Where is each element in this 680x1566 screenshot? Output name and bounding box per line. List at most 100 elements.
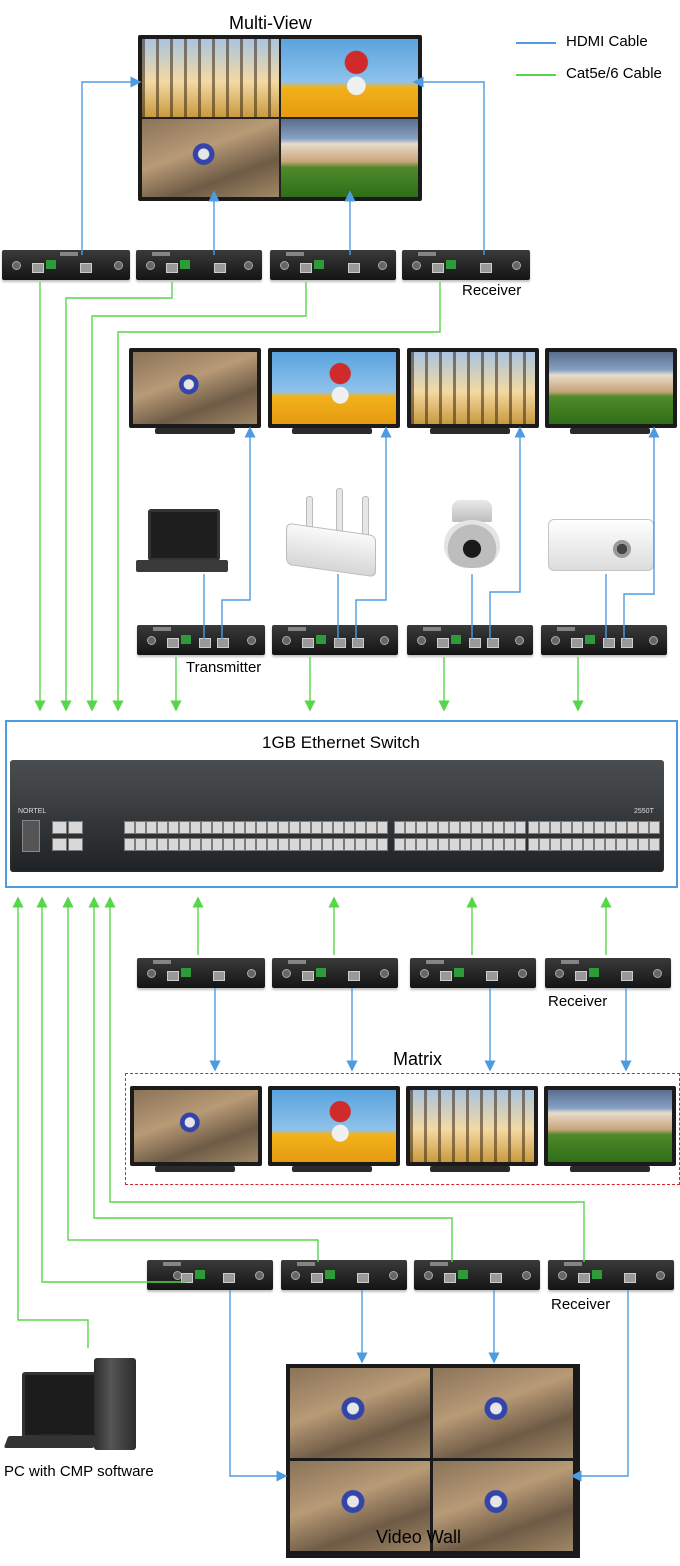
rj45-port [438,838,449,851]
rj45-port [157,838,168,851]
rj45-port [605,821,616,834]
rj45-port [493,821,504,834]
receiver-unit [281,1260,407,1290]
rj45-port [627,838,638,851]
hdmi-cable [229,1290,288,1482]
hdmi-cable [489,426,526,640]
rj45-port [124,821,135,834]
receiver-unit [548,1260,674,1290]
rj45-port [322,838,333,851]
rj45-port [146,821,157,834]
rj45-port [344,821,355,834]
rj45-port [583,821,594,834]
source-tv-umbrella [268,348,400,428]
console-port [22,820,40,852]
tv-stand [430,1166,510,1172]
rj45-port [550,821,561,834]
rj45-port [482,821,493,834]
video-wall-tile [433,1461,573,1551]
switch-model: 2550T [634,808,654,815]
receiver-unit [147,1260,273,1290]
receiver-unit [137,958,265,988]
transmitter-unit [272,625,398,655]
receiver-unit [136,250,262,280]
rj45-port [561,821,572,834]
rj45-port [333,838,344,851]
rj45-port [289,821,300,834]
rj45-port [52,821,67,834]
pc-label: PC with CMP software [4,1463,154,1480]
rj45-port [493,838,504,851]
hdmi-cable [355,426,392,640]
rj45-port [528,838,539,851]
rj45-port [190,821,201,834]
rj45-port [223,838,234,851]
rj45-port [471,821,482,834]
rj45-port [68,838,83,851]
rj45-port [638,838,649,851]
rj45-port [638,821,649,834]
tv-stand [570,1166,650,1172]
receiver-unit [402,250,530,280]
rj45-port [416,838,427,851]
rj45-port [135,821,146,834]
rj45-port [256,838,267,851]
matrix-tv-birdhouses [544,1086,676,1166]
rj45-port [168,821,179,834]
transmitter-label: Transmitter [186,659,262,676]
video-wall-tile [433,1368,573,1458]
rj45-port [223,821,234,834]
rj45-port [515,838,526,851]
switch-brand: NORTEL [18,808,47,815]
rj45-port [355,821,366,834]
hdmi-cable [623,426,660,640]
rj45-port [460,838,471,851]
rj45-port [482,838,493,851]
tv-stand [292,1166,372,1172]
hdmi-cable [221,426,256,640]
multiview-display [138,35,422,201]
source-tv-birdhouses [545,348,677,428]
rj45-port [616,838,627,851]
rj45-port [405,838,416,851]
matrix-tv-forest [406,1086,538,1166]
rj45-port [515,821,526,834]
multiview-title: Multi-View [229,13,312,33]
rj45-port [212,821,223,834]
switch-front-panel: NORTEL 2550T [12,805,662,871]
transmitter-unit [541,625,667,655]
rj45-port [52,838,67,851]
rj45-port [528,821,539,834]
multiview-quad-birdhouses [281,119,418,197]
ptz-camera-mount [452,500,492,522]
tv-stand [155,1166,235,1172]
cat-cable [12,896,89,1348]
switch-title: 1GB Ethernet Switch [262,733,420,752]
source-tv-motocross [129,348,261,428]
cat-legend-swatch [516,74,556,76]
tv-stand [155,428,235,434]
rj45-port [234,838,245,851]
rj45-port [68,821,83,834]
rj45-port [594,838,605,851]
cat-cable [88,896,453,1262]
matrix-title: Matrix [393,1049,442,1069]
rj45-port [405,821,416,834]
rj45-port [300,838,311,851]
rj45-port [267,821,278,834]
rj45-port [245,838,256,851]
rj45-port [594,821,605,834]
rj45-port [289,838,300,851]
ptz-camera-icon [444,520,500,568]
rj45-port [201,821,212,834]
rj45-port [539,821,550,834]
matrix-tv-motocross [130,1086,262,1166]
rj45-port [649,821,660,834]
rj45-port [649,838,660,851]
tv-stand [570,428,650,434]
rj45-port [311,821,322,834]
rj45-port [212,838,223,851]
rj45-port [572,821,583,834]
rj45-port [416,821,427,834]
